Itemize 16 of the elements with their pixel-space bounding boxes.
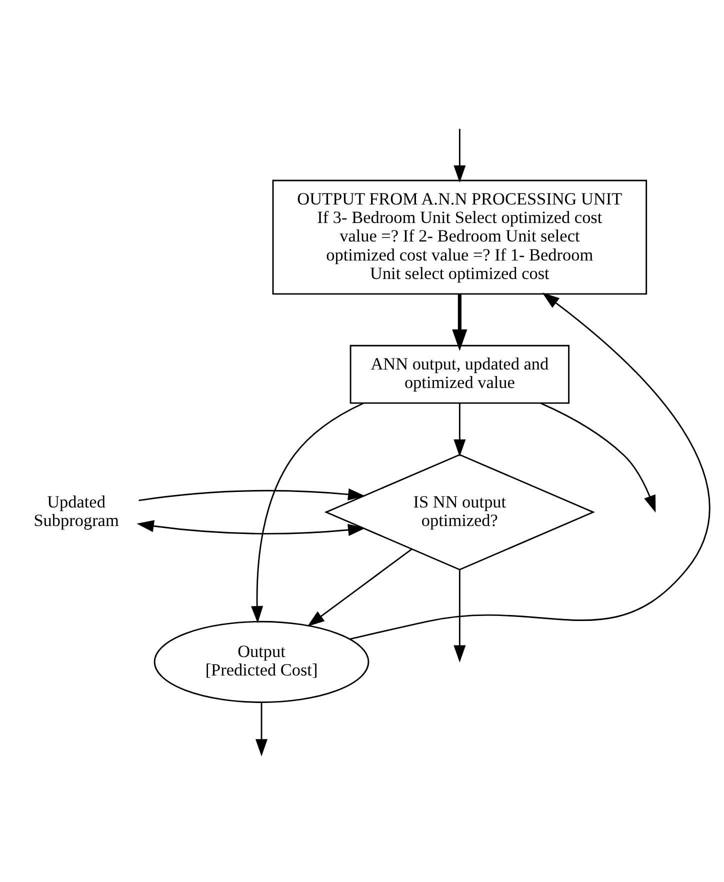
arrow [307,548,412,626]
arrow [454,402,466,456]
node-ellipse: Output [Predicted Cost] [154,620,370,702]
arrow [136,520,366,536]
arrow [251,402,364,623]
arrow [454,128,466,182]
arrow [454,569,466,662]
node-box: ANN output, updated and optimized value [350,344,570,404]
arrow [138,488,366,501]
arrow [452,294,468,350]
node-text: Updated Subprogram [34,492,119,530]
arrow [350,292,710,640]
arrow [255,702,268,756]
arrow [540,402,656,512]
node-diamond: IS NN output optimized? [324,453,596,570]
node-box: OUTPUT FROM A.N.N PROCESSING UNIT If 3- Bedroom Unit Select optimized cost value =? If 2- Bedroom Unit select optimized cost value =? If 1- Bedroom Unit select optimized cost [272,179,648,294]
